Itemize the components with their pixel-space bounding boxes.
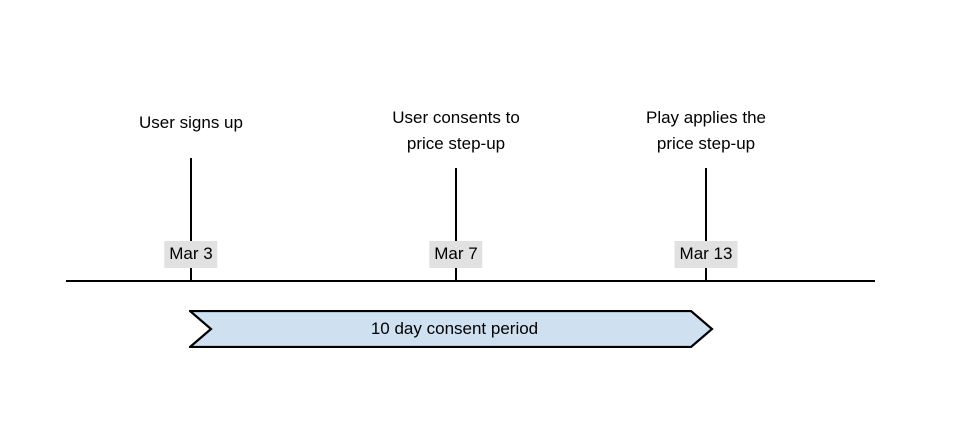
- consent-period-banner: 10 day consent period: [189, 310, 714, 348]
- consent-period-banner-label: 10 day consent period: [370, 319, 539, 338]
- tick-line-play-applies-step-up: [705, 168, 707, 281]
- date-chip-user-consents: Mar 7: [429, 241, 483, 268]
- consent-period-banner-shape: [189, 310, 714, 348]
- event-label-user-consents: User consents to price step-up: [392, 108, 520, 153]
- timeline-axis: [66, 280, 875, 282]
- date-chip-play-applies-step-up: Mar 13: [674, 241, 738, 268]
- tick-line-user-consents: [455, 168, 457, 281]
- tick-line-user-signs-up: [190, 158, 192, 281]
- event-label-user-signs-up: User signs up: [139, 113, 243, 132]
- event-label-play-applies-step-up: Play applies the price step-up: [645, 108, 767, 153]
- date-chip-user-signs-up: Mar 3: [164, 241, 218, 268]
